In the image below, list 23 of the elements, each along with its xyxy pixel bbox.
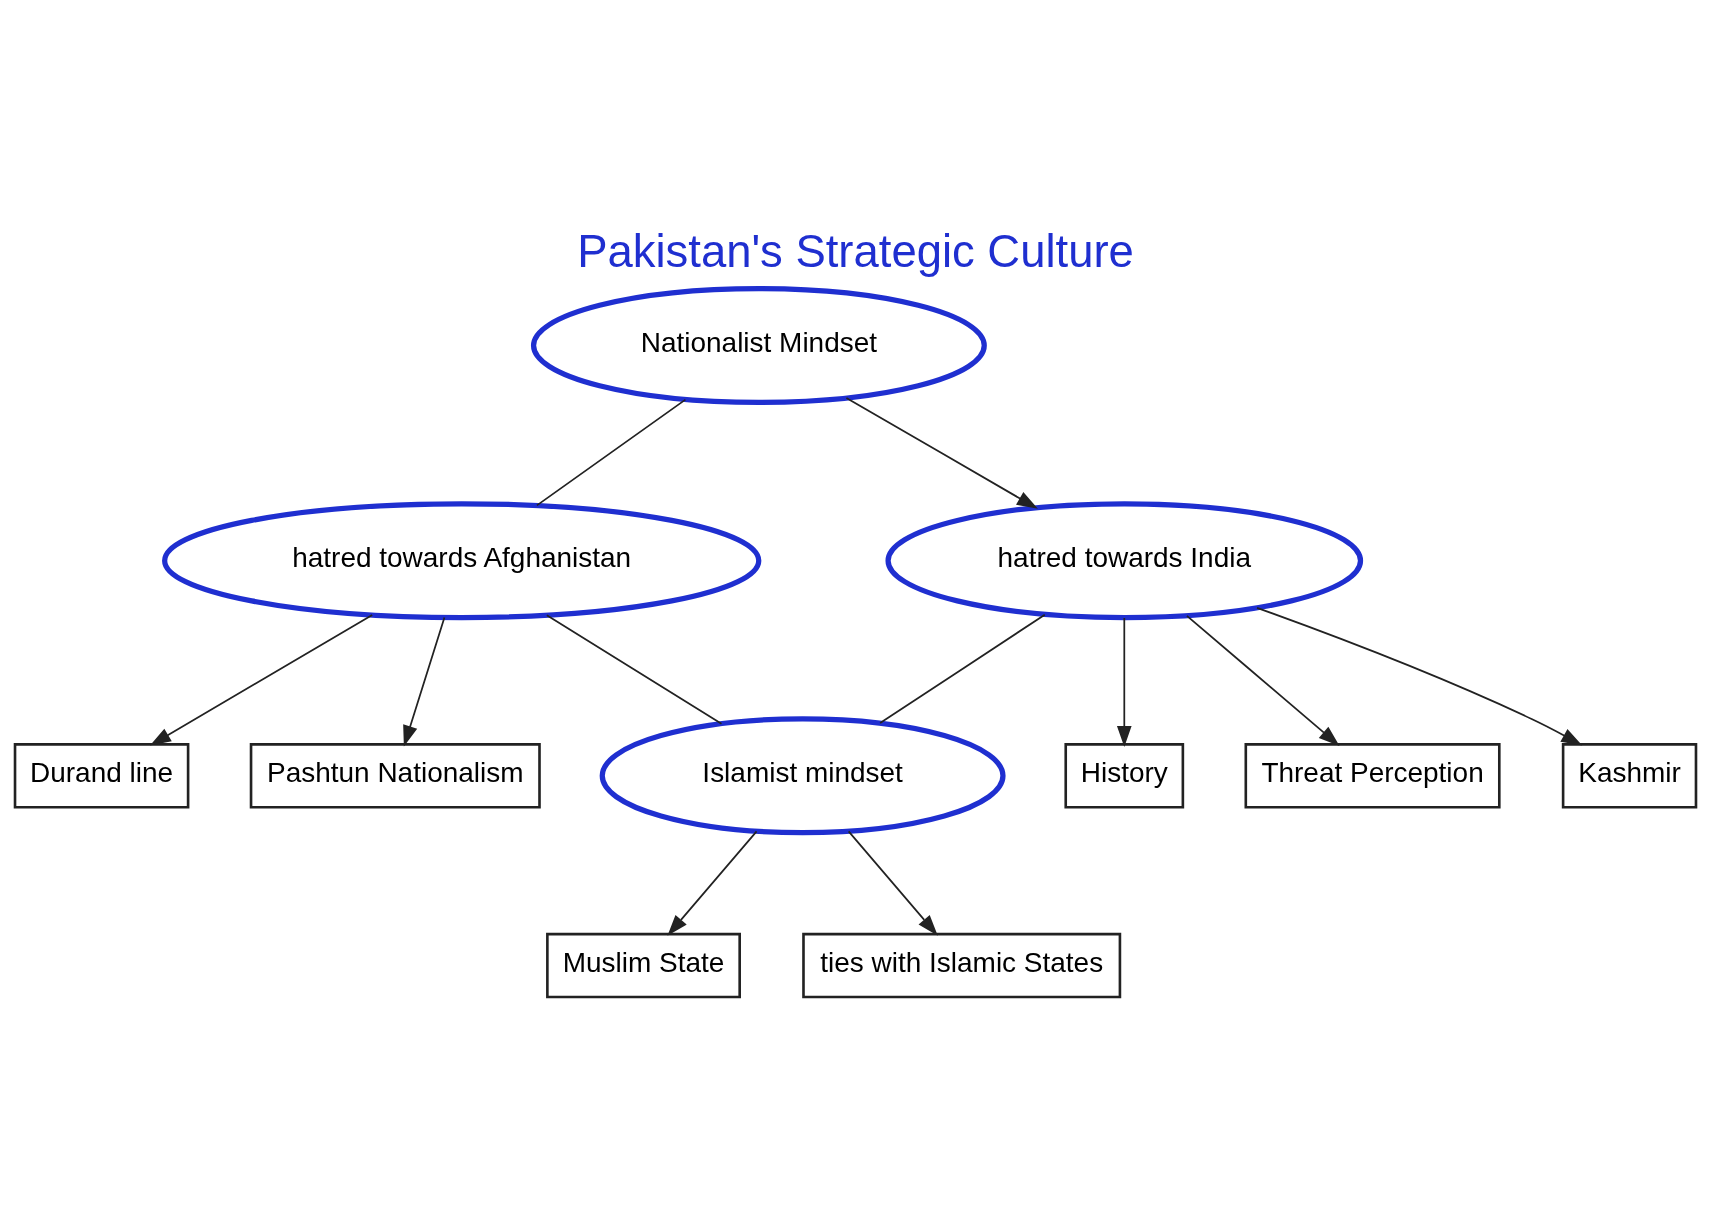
arrow xyxy=(1256,607,1583,746)
node-box: Muslim State xyxy=(546,932,741,999)
diagram-title: Pakistan's Strategic Culture xyxy=(577,226,1134,278)
node-box: Durand line xyxy=(13,743,190,809)
arrow xyxy=(1186,614,1340,746)
node-box: Threat Perception xyxy=(1244,743,1501,809)
node-box: ties with Islamic States xyxy=(802,932,1122,999)
node-box: Pashtun Nationalism xyxy=(249,743,541,809)
arrow xyxy=(845,397,1038,509)
connector xyxy=(879,613,1046,724)
node-ellipse: Nationalist Mindset xyxy=(530,286,987,406)
arrow xyxy=(667,830,758,936)
node-ellipse: Islamist mindset xyxy=(599,716,1006,836)
arrow xyxy=(149,614,374,746)
arrow xyxy=(1116,617,1132,747)
node-box: Kashmir xyxy=(1561,743,1698,809)
connector xyxy=(545,614,723,725)
node-box: History xyxy=(1064,743,1185,809)
arrow xyxy=(403,616,446,747)
connector xyxy=(536,398,687,507)
node-ellipse: hatred towards India xyxy=(885,501,1364,621)
arrow xyxy=(847,830,938,936)
node-ellipse: hatred towards Afghanistan xyxy=(162,501,762,621)
